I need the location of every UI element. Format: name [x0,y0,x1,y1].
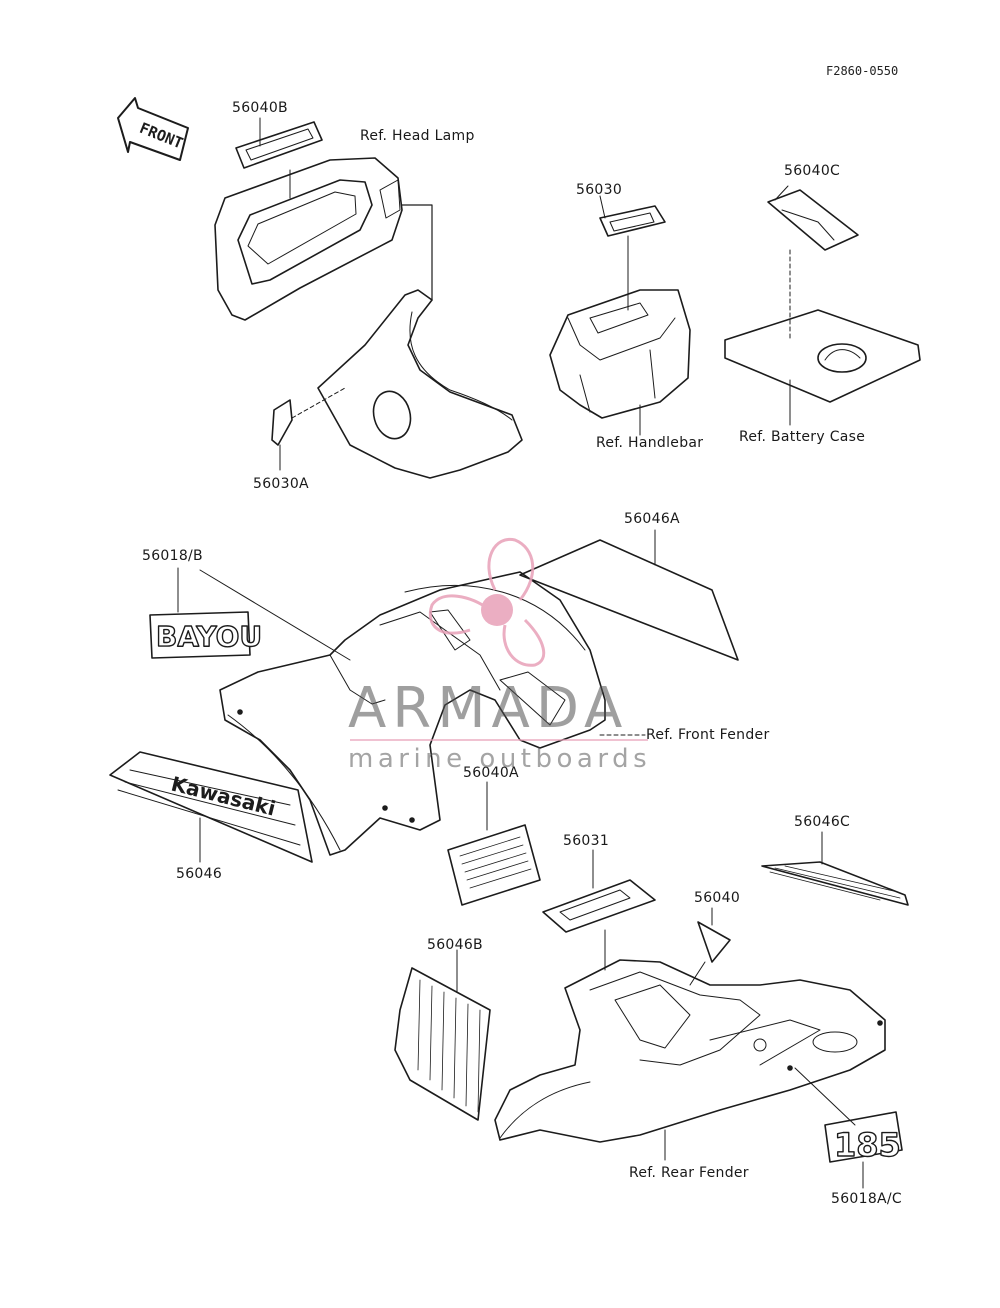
part-56046: 56046 [176,866,223,882]
ref-handlebar: Ref. Handlebar [596,435,704,451]
watermark-brand: ARMADA [348,676,629,741]
part-56018ac: 56018A/C [831,1191,903,1207]
part-56030a: 56030A [253,476,309,492]
decal-kawasaki-stripe: Kawasaki [109,751,313,863]
part-56040a: 56040A [463,765,519,781]
watermark-tagline: marine outboards [348,744,652,774]
rear-fender [494,959,886,1161]
part-56040c: 56040C [784,163,841,179]
decal-185: 185 [824,1111,903,1189]
drawing-code: F2860-0550 [826,64,899,78]
ref-head-lamp: Ref. Head Lamp [360,128,475,144]
ref-battery-case: Ref. Battery Case [739,429,866,445]
ref-front-fender: Ref. Front Fender [646,727,770,743]
part-56040: 56040 [694,890,741,906]
part-56030: 56030 [576,182,623,198]
front-arrow-icon: FRONT [117,97,189,161]
decal-56046b [394,949,491,1121]
bayou-decal-text: BAYOU [156,620,262,653]
watermark-propeller-icon [350,537,648,741]
part-56046c: 56046C [794,814,851,830]
part-56046b: 56046B [427,937,483,953]
model-decal-text: 185 [834,1126,901,1164]
head-lamp-cowl [271,289,523,479]
part-56031: 56031 [563,833,610,849]
handlebar-cover [549,289,691,436]
decal-56040b [235,117,323,169]
decal-56030 [599,195,666,311]
ref-rear-fender: Ref. Rear Fender [629,1165,749,1181]
decal-56046c [761,831,909,906]
decal-bayou: BAYOU [149,567,351,661]
part-56046a: 56046A [624,511,680,527]
decal-56040a [447,781,541,906]
decal-56040 [689,907,731,986]
decal-56046a [519,529,739,661]
decal-56040c [767,185,859,341]
front-fender [219,571,646,856]
head-lamp-housing [214,157,433,321]
battery-case [724,309,921,426]
kawasaki-decal-text: Kawasaki [169,772,278,821]
part-56040b: 56040B [232,100,288,116]
decal-56031 [542,849,656,971]
part-56018b: 56018/B [142,548,203,564]
